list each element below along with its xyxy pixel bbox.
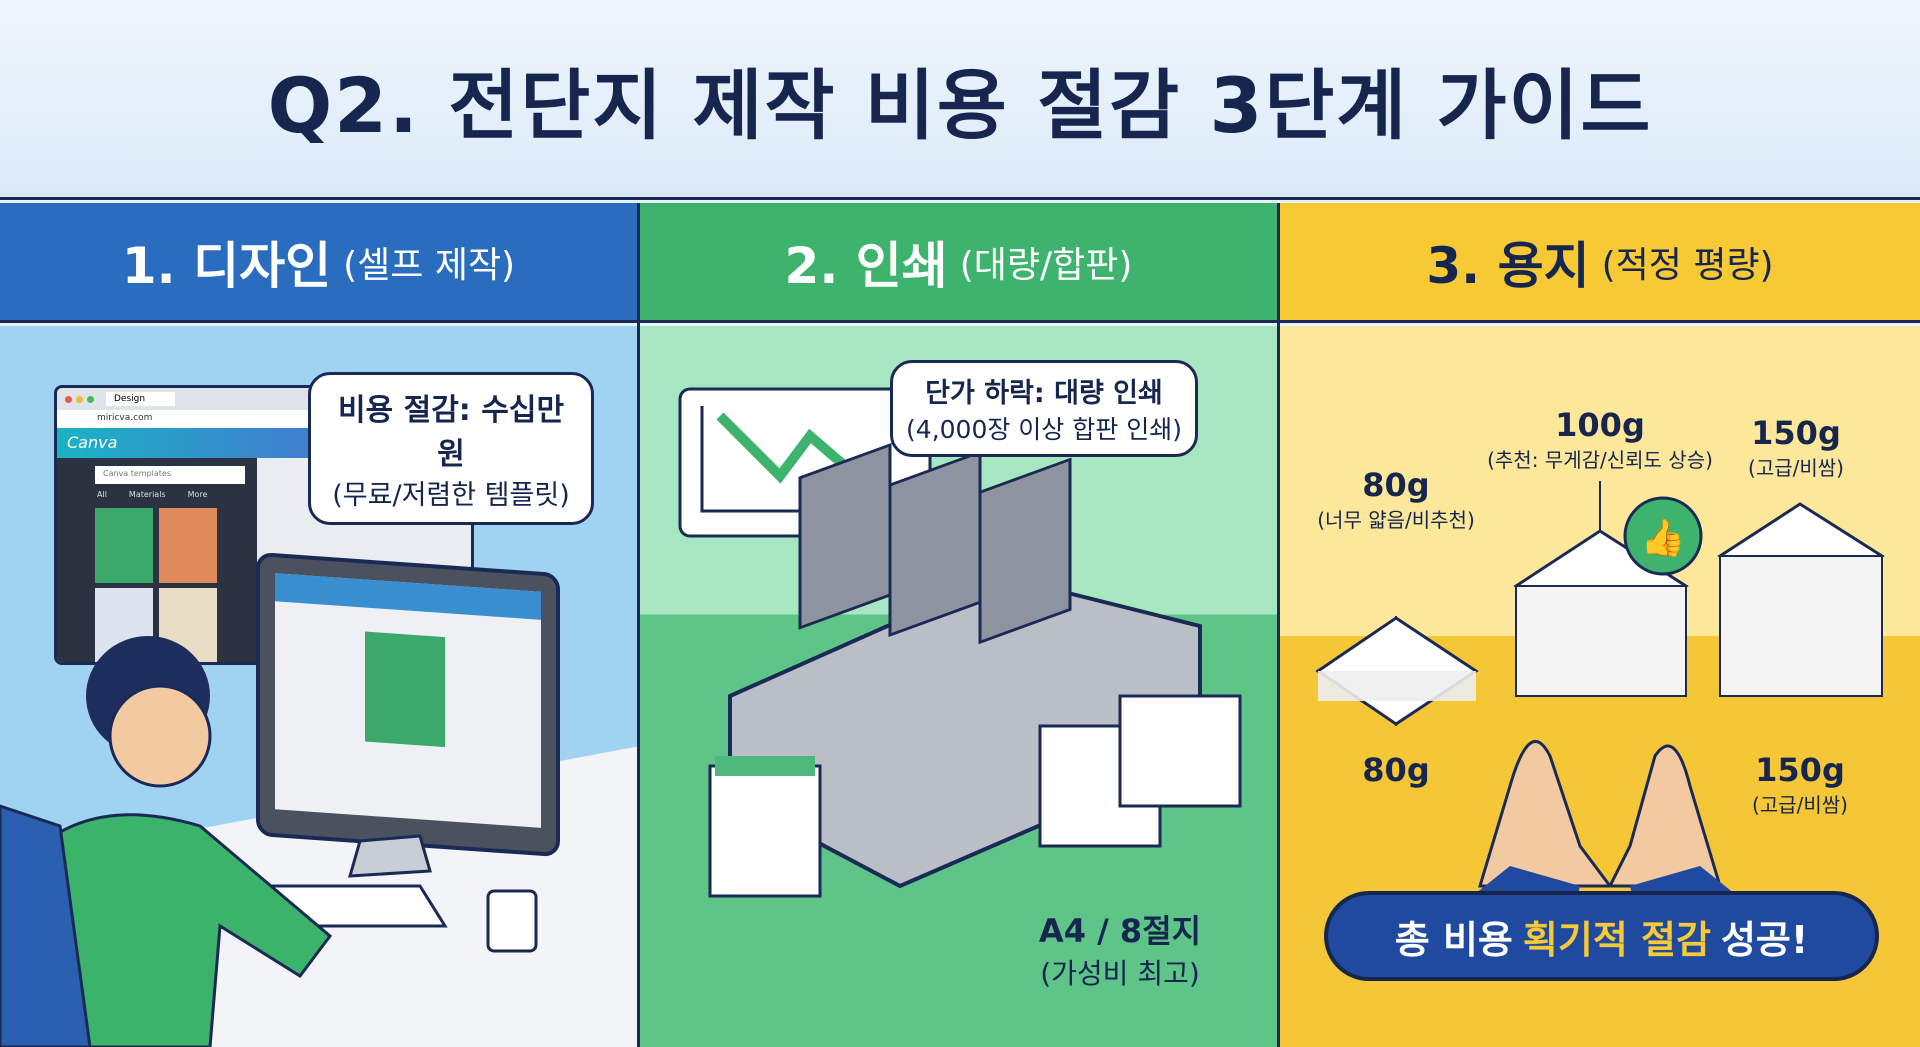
weight: 100g [1555,406,1645,444]
size-text: A4 / 8절지 [1038,912,1202,950]
savings-speech-bubble: 비용 절감: 수십만 원 (무료/저렴한 템플릿) [308,372,594,525]
browser-tab[interactable]: Design [106,392,176,406]
bubble-line-2: (4,000장 이상 합판 인쇄) [906,415,1182,444]
panel-body: Design miricva.com Canva Canva templates… [0,326,637,1047]
paper-stack-100g [1513,529,1689,697]
panel-body: 👍 80g (너무 얇음/비추천) 100g (추천: 무게감/신뢰도 상승) 15… [1280,326,1920,1047]
bubble-line-1: 단가 하락: 대량 인쇄 [925,378,1163,409]
hand-right [1607,744,1723,888]
panel-header: 2. 인쇄 (대량/합판) [640,203,1277,323]
hand-left [1477,740,1613,888]
panel-header: 1. 디자인 (셀프 제작) [0,203,637,323]
panel-paper: 3. 용지 (적정 평량) 👍 80g (너무 얇음/비추천) 100g (추천: 무… [1280,203,1920,1047]
search-input[interactable]: Canva templates [95,466,245,484]
paper-stack-80g [1315,616,1479,726]
weight: 150g [1755,751,1845,789]
filter-tab[interactable]: More [187,490,208,499]
bottom-label-80g: 80g [1362,751,1429,789]
panel-design: 1. 디자인 (셀프 제작) Design miricva.com Canva C… [0,203,640,1047]
weight: 80g [1362,466,1430,504]
panel-printing: 2. 인쇄 (대량/합판) 단가 하락: 대량 인쇄 (4,000장 이상 합판 … [640,203,1280,1047]
thumbs-up-icon [1623,496,1703,576]
label-80g: 80g (너무 얇음/비추천) [1317,466,1475,533]
panel-body: 단가 하락: 대량 인쇄 (4,000장 이상 합판 인쇄) A4 / 8절지 (… [640,326,1277,1047]
panel-subtitle: (셀프 제작) [343,244,516,286]
banner-post: 성공! [1720,917,1809,962]
printing-illustration [678,387,1242,898]
filter-tab[interactable]: Materials [128,490,166,499]
page-title: Q2. 전단지 제작 비용 절감 3단계 가이드 [267,60,1653,150]
weight-note: (고급/비쌈) [1748,456,1844,480]
banner-highlight: 획기적 절감 [1522,917,1711,962]
size-note: (가성비 최고) [1040,957,1200,990]
bubble-line-1: 비용 절감: 수십만 원 [337,393,565,472]
filter-tab[interactable]: All [97,490,107,499]
banner-pre: 총 비용 [1394,917,1513,962]
paper-stack-left [708,756,822,898]
bottom-label-150g: 150g (고급/비쌈) [1752,751,1848,818]
weight: 80g [1362,751,1430,789]
weight-note: (추천: 무게감/신뢰도 상승) [1487,448,1713,472]
weight: 150g [1751,414,1841,452]
label-150g: 150g (고급/비쌈) [1748,414,1844,481]
weight-note: (고급/비쌈) [1752,793,1848,817]
panel-title: 2. 인쇄 [784,236,948,295]
designer-illustration [0,552,637,1047]
bubble-line-2: (무료/저렴한 템플릿) [332,480,570,511]
header: Q2. 전단지 제작 비용 절감 3단계 가이드 [0,0,1920,200]
panel-title: 1. 디자인 [121,236,332,295]
paper-stack-150g [1717,502,1885,697]
panel-subtitle: (적정 평량) [1601,244,1774,286]
paper-size-label: A4 / 8절지 (가성비 최고) [1039,906,1201,992]
paper-stack-right [1038,694,1242,848]
svg-text:👍: 👍 [1641,517,1686,559]
panel-subtitle: (대량/합판) [959,244,1133,286]
weight-note: (너무 얇음/비추천) [1317,508,1475,532]
panel-title: 3. 용지 [1426,236,1590,295]
label-100g: 100g (추천: 무게감/신뢰도 상승) [1487,406,1713,473]
bulk-print-speech-bubble: 단가 하락: 대량 인쇄 (4,000장 이상 합판 인쇄) [890,360,1198,457]
panel-header: 3. 용지 (적정 평량) [1280,203,1920,323]
